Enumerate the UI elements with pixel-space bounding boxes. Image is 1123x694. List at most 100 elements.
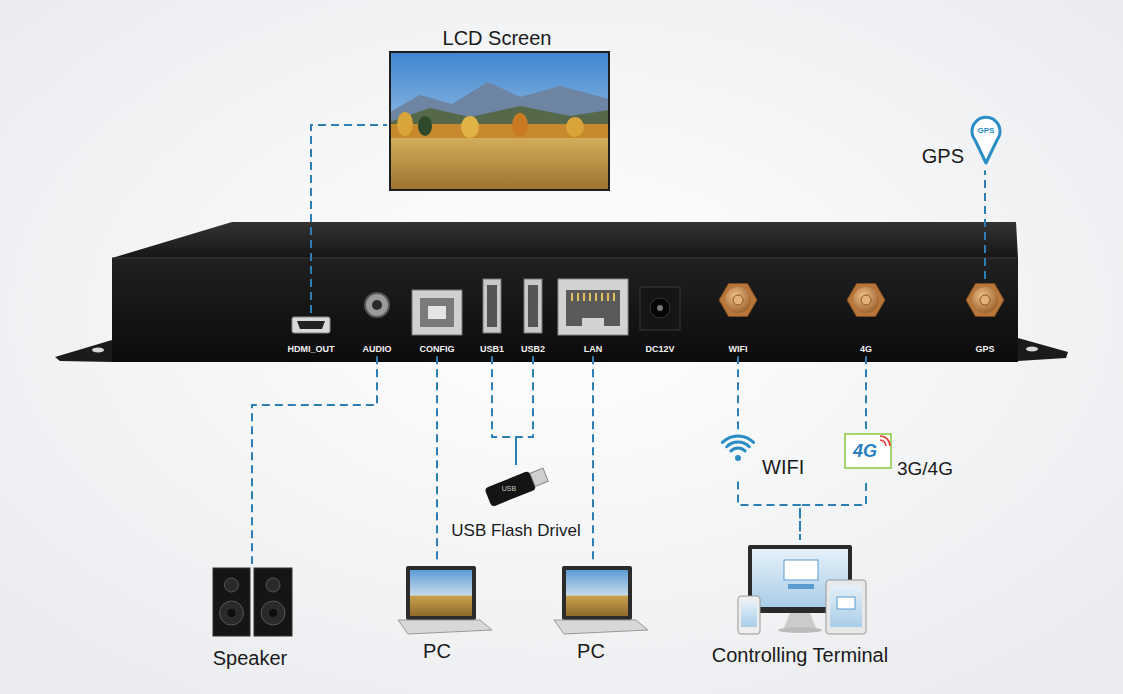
terminal-devices-part [778,627,822,633]
terminal-devices-part [738,596,760,634]
antenna-connector-part [980,295,990,305]
speaker-pair-part [261,601,285,625]
wifi-icon [722,436,753,461]
usb-a-port-part [524,279,542,333]
speaker-pair [213,568,292,636]
node-label: CONFIG [420,344,455,354]
node-label: LAN [584,344,603,354]
speaker-pair-part [213,568,250,636]
pc-node: PC [551,563,651,666]
lcd-picture-part [461,116,479,138]
display-node: LCD Screen [387,24,612,194]
node-label: Controlling Terminal [712,644,888,667]
dashed-link [984,171,986,280]
port-socket: 4G [844,279,888,356]
flash-drive-node: USB Flash Drivel [448,465,583,544]
usb-b-port [412,290,462,335]
dashed-link [311,125,387,313]
node-label: DC12V [645,344,674,354]
antenna-connector-part [847,284,885,317]
port-socket: USB1 [478,275,506,356]
node-label: HDMI_OUT [288,344,335,354]
node-label: WIFI [729,344,748,354]
node-label: AUDIO [363,344,392,354]
port-socket: CONFIG [408,286,466,356]
usb-a-port-part [483,279,501,333]
cellular-icon-part [880,436,890,446]
usb-a-port [524,279,542,333]
antenna-connector-part [966,284,1004,317]
audio-jack-part [365,293,389,317]
usb-a-port [483,279,501,333]
wifi-node: WIFI [715,433,807,482]
lcd-picture-part [418,116,432,136]
pc-node: PC [395,563,495,666]
dashed-link [492,356,516,465]
node-label: 4G [860,344,872,354]
speaker-pair-part [266,578,280,592]
antenna-connector-part [853,287,879,313]
lcd-picture-part [390,138,609,190]
controller-box-part [112,258,1018,259]
speaker-pair-part [228,609,236,617]
port-socket: GPS [963,279,1007,356]
lan-port-part [582,318,604,326]
dashed-link [865,356,867,429]
controller-box-part [112,258,1018,362]
antenna-connector-part [725,287,751,313]
antenna-connector-part [861,295,871,305]
node-label: USB2 [521,344,545,354]
laptop-part [554,620,648,634]
dashed-link [800,483,866,540]
hdmi-port-part [297,321,325,329]
lan-port-part [572,293,614,301]
cellular-icon-part [845,434,891,468]
audio-jack-part [372,300,382,310]
power-jack-part [657,305,663,311]
controller-box-part [112,222,1018,258]
laptop-part [398,620,492,634]
terminal-devices [738,545,866,634]
power-jack-part [640,287,680,330]
hdmi-port-part [292,317,330,333]
speaker-node: Speaker [208,564,296,673]
drive-text: USB [502,485,516,493]
usb-a-port-part [528,285,538,327]
wifi-icon-part [735,455,741,461]
flash-drive-part [530,468,548,486]
laptop [554,566,648,634]
flash-drive-part [484,471,536,508]
pin-text: GPS [978,127,995,136]
wifi-icon-part [722,436,753,451]
terminal-devices-part [837,597,855,609]
lcd-picture-part [390,52,609,190]
power-jack [640,287,680,330]
node-label: WIFI [762,456,804,479]
terminal-devices-part [826,580,866,634]
dashed-link [252,356,377,564]
node-label: PC [423,640,451,663]
lcd-picture [390,52,609,190]
controller-box-part [92,348,104,353]
controller-box-part [55,340,112,362]
port-socket: HDMI_OUT [286,313,337,356]
lcd-picture-part [566,117,584,137]
dashed-link [436,356,438,563]
gps-node: GPS [919,112,1005,171]
dashed-link [592,356,594,563]
port-socket: WIFI [716,279,760,356]
node-label: USB1 [480,344,504,354]
usb-b-port-part [428,306,446,319]
laptop-part [562,566,632,620]
logo-text: 4G [853,442,877,462]
audio-jack [365,293,389,317]
lcd-picture-part [390,106,609,140]
laptop-part [406,566,476,620]
controller-box-part [1026,347,1038,352]
node-label: GPS [975,344,994,354]
node-label: LCD Screen [443,27,552,50]
speaker-pair-part [220,601,244,625]
cellular-icon [845,434,891,468]
port-socket: USB2 [519,275,547,356]
lan-port-part [566,290,620,326]
